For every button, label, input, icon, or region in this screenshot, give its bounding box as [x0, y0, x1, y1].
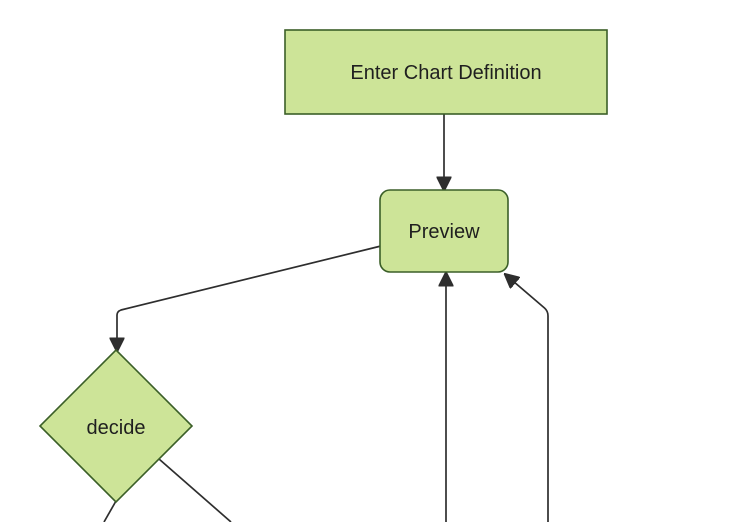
node-decide-shape [38, 348, 194, 504]
node-enter-chart-definition: Enter Chart Definition [284, 29, 608, 115]
node-enter-chart-definition-shape [284, 29, 608, 115]
node-preview: Preview [379, 189, 509, 273]
node-preview-label: Preview [408, 221, 480, 243]
node-decide-label: decide [87, 417, 146, 439]
edge-offscreen-to-preview-right [506, 275, 549, 522]
node-decide: decide [38, 348, 194, 504]
node-enter-chart-definition-label: Enter Chart Definition [350, 62, 541, 84]
edge-preview-to-decide [117, 245, 382, 350]
node-preview-shape [379, 189, 509, 273]
edge-decide-to-offscreen-right [158, 458, 232, 522]
edge-decide-to-offscreen-left [103, 500, 117, 522]
